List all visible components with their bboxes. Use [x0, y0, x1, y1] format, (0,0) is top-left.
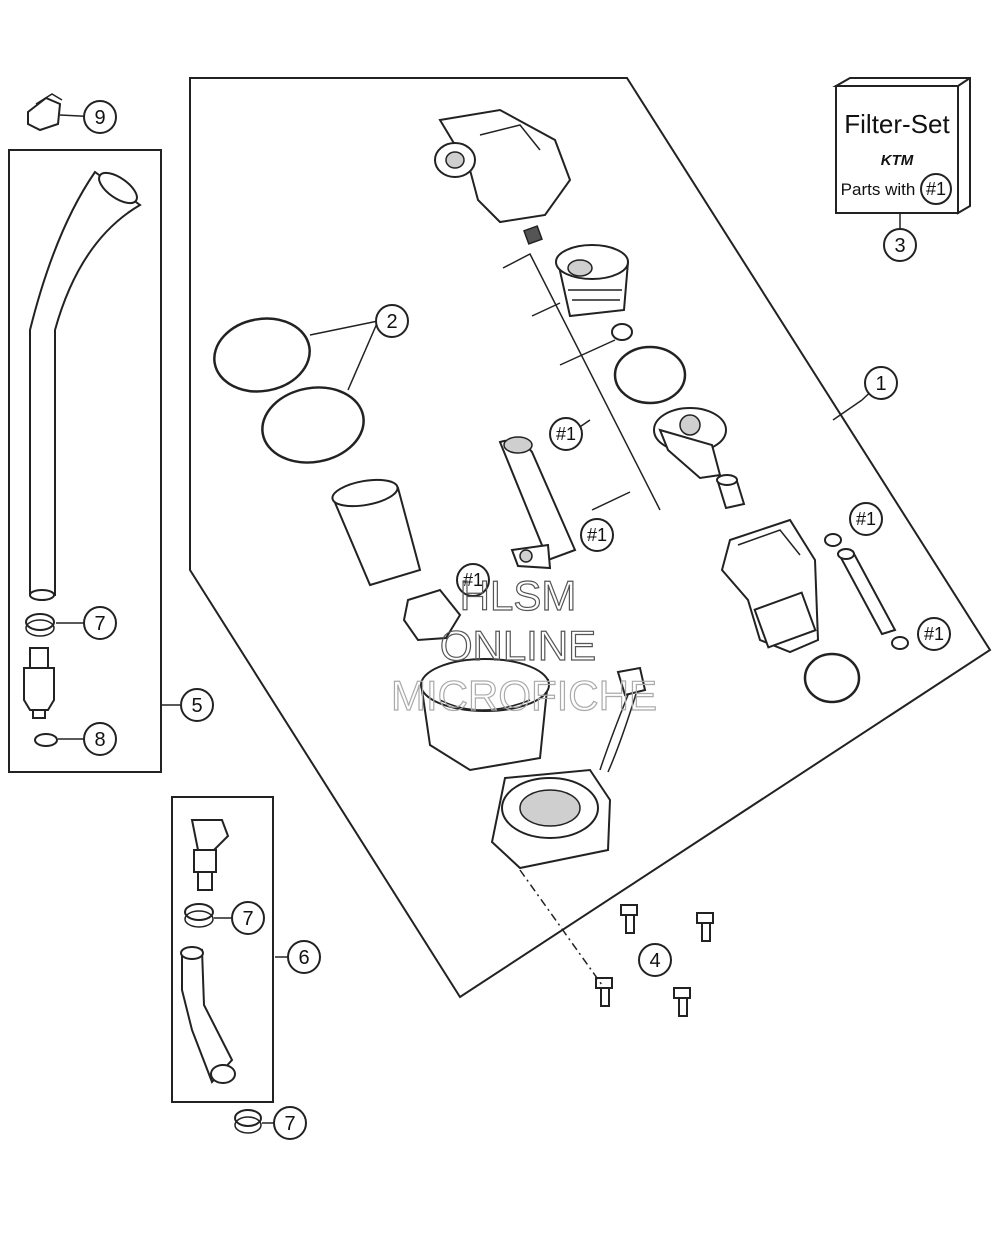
- callout-5: 5: [180, 688, 214, 722]
- ref-clip: #1: [456, 563, 490, 597]
- part-o-ring-medium: [613, 345, 687, 405]
- part-6-frame: [171, 796, 274, 1103]
- part-pickup-shell: [498, 436, 577, 562]
- callout-6: 6: [287, 940, 321, 974]
- part-o-ring-large-a: [213, 317, 311, 393]
- ktm-logo: KTM: [881, 152, 914, 169]
- ref-filter-group: #1: [549, 417, 583, 451]
- part-short-hose: [180, 946, 236, 1084]
- callout-8-label: 8: [94, 729, 105, 751]
- callout-2: 2: [375, 304, 409, 338]
- part-pump-housing: [420, 658, 550, 772]
- ref-clip-label: #1: [463, 570, 483, 590]
- watermark-line-2: ONLINE: [440, 622, 596, 669]
- part-hose-clamp: [25, 613, 55, 637]
- part-bracket: [510, 543, 552, 570]
- part-o-ring-pump: [803, 652, 861, 704]
- part-electric-pump: [720, 518, 820, 654]
- callout-3-label: 3: [894, 235, 905, 257]
- pump-assembly-frame: [189, 77, 992, 999]
- callout-5-label: 5: [191, 695, 202, 717]
- part-spring: [523, 225, 543, 245]
- ref-pickup: #1: [580, 518, 614, 552]
- part-retainer-clip: [402, 588, 462, 642]
- ref-pickup-label: #1: [587, 525, 607, 545]
- ref-o-ring-lower-label: #1: [924, 624, 944, 644]
- filter-set-parts-label: Parts with: [841, 180, 916, 199]
- callout-7-middle-label: 7: [242, 908, 253, 930]
- callout-7-bottom-label: 7: [284, 1113, 295, 1135]
- callout-7-left: 7: [83, 606, 117, 640]
- watermark: HLSM ONLINE MICROFICHE: [390, 571, 657, 719]
- ref-o-ring-lower: #1: [917, 617, 951, 651]
- part-fuel-hose: [29, 170, 142, 601]
- part-pump-head: [434, 108, 572, 224]
- filter-set-title: Filter-Set: [844, 109, 950, 139]
- part-5-frame: [8, 149, 162, 773]
- part-clamp-6: [184, 903, 214, 928]
- ref-o-ring-upper-label: #1: [856, 509, 876, 529]
- part-pump-flange: [490, 768, 612, 870]
- watermark-line-1: HLSM: [460, 572, 577, 619]
- callout-4: 4: [638, 943, 672, 977]
- callout-9: 9: [83, 100, 117, 134]
- watermark-line-3: MICROFICHE: [391, 672, 657, 719]
- ref-filter-group-label: #1: [556, 424, 576, 444]
- part-clip-9: [27, 93, 63, 132]
- part-quick-connector: [190, 819, 230, 891]
- assembly-axis-line: [519, 869, 603, 986]
- part-small-tube: [716, 474, 746, 510]
- callout-7-bottom: 7: [273, 1106, 307, 1140]
- part-fuel-connector: [23, 647, 55, 719]
- ref-o-ring-upper: #1: [849, 502, 883, 536]
- callout-1-label: 1: [875, 373, 886, 395]
- callout-7-left-label: 7: [94, 613, 105, 635]
- callout-1: 1: [864, 366, 898, 400]
- filter-set-ref: #1: [926, 179, 946, 199]
- callout-2-label: 2: [386, 311, 397, 333]
- part-clamp-bottom: [234, 1109, 262, 1134]
- callout-3: 3: [883, 228, 917, 262]
- callout-6-label: 6: [298, 947, 309, 969]
- callout-7-middle: 7: [231, 901, 265, 935]
- part-thin-tube: [837, 548, 897, 636]
- part-o-ring-small-b: [824, 533, 842, 547]
- filter-set-box: Filter-Set KTM Parts with #1: [832, 77, 971, 215]
- part-pressure-regulator: [653, 407, 727, 480]
- part-wiring-connector: [599, 666, 647, 773]
- part-o-ring-8: [34, 733, 58, 747]
- part-o-ring-large-b: [261, 386, 365, 464]
- callout-9-label: 9: [94, 107, 105, 129]
- part-screws: [595, 904, 714, 1017]
- callout-4-label: 4: [649, 950, 660, 972]
- part-o-ring-small-c: [891, 636, 909, 650]
- callout-8: 8: [83, 722, 117, 756]
- part-sleeve: [331, 478, 422, 587]
- part-fuel-filter: [555, 244, 630, 318]
- part-o-ring-small-a: [611, 323, 633, 341]
